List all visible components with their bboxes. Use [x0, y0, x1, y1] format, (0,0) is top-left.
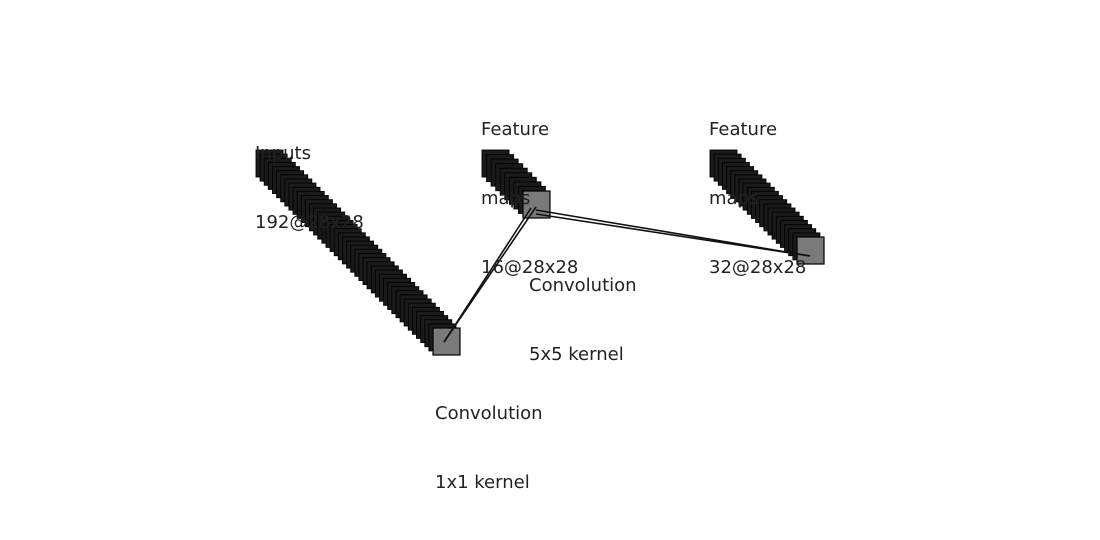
- label-fm2: Feature maps 32@28x28: [709, 72, 806, 325]
- label-conv1: Convolution 1x1 kernel: [435, 356, 543, 540]
- label-conv2-line2: 5x5 kernel: [529, 344, 624, 365]
- label-conv2-line1: Convolution: [529, 275, 637, 296]
- label-inputs-line2: 192@28x28: [255, 212, 364, 233]
- stack-inputs: [255, 149, 461, 356]
- label-fm1-line2: maps: [481, 188, 531, 209]
- label-fm1-line3: 16@28x28: [481, 257, 579, 278]
- connector-line: [535, 213, 811, 257]
- stack-fm1: [481, 149, 551, 219]
- label-conv1-line2: 1x1 kernel: [435, 472, 530, 493]
- feature-map-front: [796, 236, 825, 265]
- label-fm1-line1: Feature: [481, 119, 550, 140]
- label-fm2-line3: 32@28x28: [709, 257, 807, 278]
- label-conv2: Convolution 5x5 kernel: [529, 228, 637, 412]
- label-fm2-line1: Feature: [709, 119, 778, 140]
- label-fm1: Feature maps 16@28x28: [481, 72, 578, 325]
- connector-line: [443, 207, 532, 343]
- label-fm2-line2: maps: [709, 188, 759, 209]
- label-inputs-line1: Inputs: [255, 143, 311, 164]
- stack-fm2: [709, 149, 825, 265]
- feature-map-front: [432, 327, 461, 356]
- label-inputs: Inputs 192@28x28: [255, 96, 364, 280]
- label-conv1-line1: Convolution: [435, 403, 543, 424]
- connector-lines: [443, 206, 811, 343]
- diagram-canvas: [255, 149, 825, 356]
